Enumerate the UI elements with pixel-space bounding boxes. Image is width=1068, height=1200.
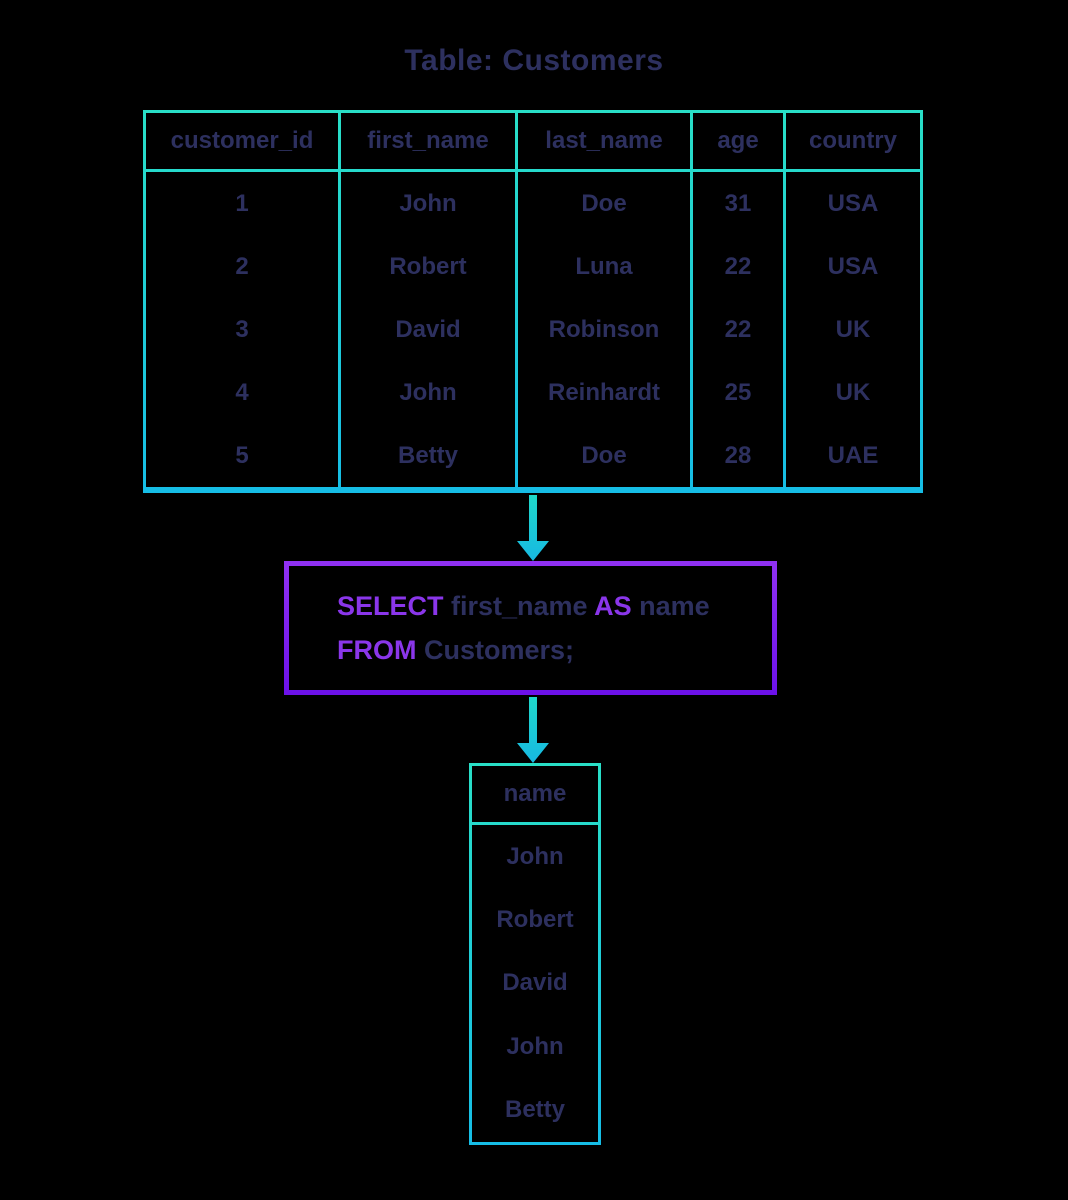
query-line-2: FROM Customers; [337, 628, 772, 672]
sql-text: Customers; [424, 635, 575, 665]
diagram-title: Table: Customers [404, 44, 664, 77]
table-cell: 4 [235, 378, 249, 406]
arrow-down-to-result-icon [517, 697, 549, 763]
table-cell: UAE [827, 441, 879, 469]
sql-text: name [639, 591, 710, 621]
table-cell: 28 [724, 441, 752, 469]
table-cell: 31 [724, 189, 752, 217]
table-cell: USA [827, 189, 879, 217]
column-header-name: name [472, 766, 598, 822]
table-cell: UK [835, 315, 871, 343]
arrow-down-to-query-icon [517, 495, 549, 561]
table-cell: USA [827, 252, 879, 280]
column-header-last_name: last_name [518, 113, 690, 169]
table-cell: Luna [575, 252, 633, 280]
table-cell: 3 [235, 315, 249, 343]
column-header-age: age [693, 113, 783, 169]
table-cell: Betty [504, 1096, 565, 1124]
table-cell: UK [835, 378, 871, 406]
query-line-1: SELECT first_name AS name [337, 584, 772, 628]
table-column-age: 31 22 22 25 28 [693, 172, 783, 487]
sql-keyword: SELECT [337, 591, 452, 621]
table-cell: 5 [235, 441, 249, 469]
column-header-customer_id: customer_id [146, 113, 338, 169]
table-cell: 1 [235, 189, 249, 217]
table-cell: 22 [724, 252, 752, 280]
table-cell: John [506, 1032, 564, 1060]
table-cell: David [395, 315, 461, 343]
table-cell: Robert [496, 906, 574, 934]
sql-text: first_name [451, 591, 595, 621]
column-header-country: country [786, 113, 920, 169]
table-cell: Robinson [548, 315, 660, 343]
table-cell: Doe [581, 189, 627, 217]
table-cell: 22 [724, 315, 752, 343]
table-cell: 2 [235, 252, 249, 280]
table-cell: Robert [389, 252, 467, 280]
table-cell: Betty [397, 441, 458, 469]
sql-keyword: FROM [337, 635, 424, 665]
table-cell: John [506, 842, 564, 870]
table-cell: John [399, 378, 457, 406]
column-header-first_name: first_name [341, 113, 515, 169]
sql-keyword: AS [594, 591, 640, 621]
table-cell: Reinhardt [547, 378, 660, 406]
result-table-header-row: name [472, 766, 598, 822]
table-cell: 25 [724, 378, 752, 406]
table-cell: John [399, 189, 457, 217]
table-column-country: USA USA UK UK UAE [786, 172, 920, 487]
table-cell: Doe [581, 441, 627, 469]
table-column-customer_id: 1 2 3 4 5 [146, 172, 338, 487]
table-cell: David [502, 969, 568, 997]
